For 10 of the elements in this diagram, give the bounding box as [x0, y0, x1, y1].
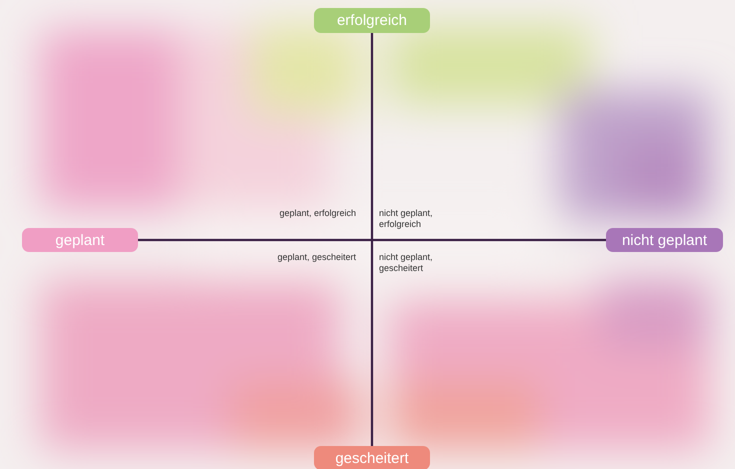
axis-end-label: gescheitert — [314, 446, 430, 469]
axis-end-label: geplant — [22, 228, 138, 252]
quadrant-label: nicht geplant, erfolgreich — [379, 208, 434, 230]
axis-line — [138, 238, 606, 242]
quadrant-label: nicht geplant, gescheitert — [379, 252, 434, 274]
quadrant-label: geplant, erfolgreich — [278, 208, 356, 219]
quadrant-label: geplant, gescheitert — [276, 252, 356, 263]
axis-end-label: erfolgreich — [314, 8, 430, 33]
axis-end-label: nicht geplant — [606, 228, 723, 252]
axis-line — [370, 33, 374, 446]
